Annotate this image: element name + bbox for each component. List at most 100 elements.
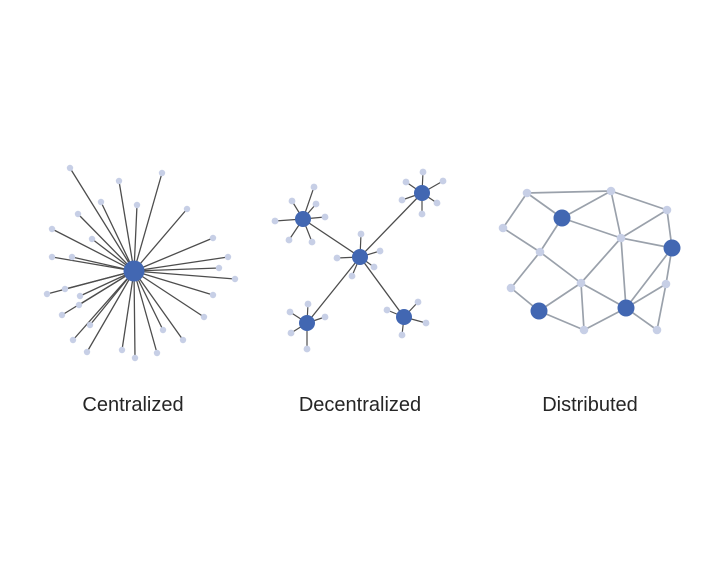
mesh-edge — [610, 190, 668, 211]
leaf-node — [398, 331, 406, 339]
spoke-edge — [51, 228, 135, 272]
hub-node — [299, 315, 315, 331]
mesh-edge — [620, 237, 627, 309]
spoke-edge — [133, 270, 136, 359]
leaf-node — [74, 210, 82, 218]
mesh-node — [498, 223, 508, 233]
leaf-node — [158, 169, 166, 177]
mesh-edge — [620, 237, 673, 249]
leaf-node — [118, 346, 126, 354]
spoke-edge — [133, 208, 188, 272]
hub-node — [396, 309, 412, 325]
spoke-edge — [118, 180, 135, 272]
leaf-node — [310, 183, 318, 191]
leaf-node — [288, 197, 296, 205]
leaf-node — [58, 311, 66, 319]
spoke-edge — [133, 270, 214, 296]
leaf-node — [231, 275, 239, 283]
mesh-hub-node — [663, 239, 681, 257]
mesh-edge — [610, 190, 622, 239]
leaf-node — [433, 199, 441, 207]
leaf-node — [224, 253, 232, 261]
leaf-node — [97, 198, 105, 206]
leaf-node — [115, 177, 123, 185]
mesh-edge — [510, 251, 541, 289]
mesh-node — [522, 188, 532, 198]
leaf-node — [348, 272, 356, 280]
leaf-node — [287, 329, 295, 337]
mesh-edge — [580, 282, 585, 331]
mesh-hub-node — [553, 209, 571, 227]
spoke-edge — [71, 256, 135, 272]
mesh-edge — [561, 217, 622, 239]
leaf-node — [419, 168, 427, 176]
leaf-node — [271, 217, 279, 225]
leaf-node — [209, 291, 217, 299]
leaf-node — [402, 178, 410, 186]
spoke-edge — [77, 213, 135, 272]
leaf-node — [86, 321, 94, 329]
spoke-edge — [72, 270, 135, 341]
leaf-node — [321, 213, 329, 221]
spoke-edge — [64, 270, 135, 290]
leaf-node — [153, 349, 161, 357]
label-centralized: Centralized — [82, 394, 184, 416]
mesh-node — [535, 247, 545, 257]
leaf-node — [321, 313, 329, 321]
hub-node — [414, 185, 430, 201]
hub-link-edge — [302, 218, 361, 258]
hub-link-edge — [359, 256, 405, 318]
leaf-node — [48, 225, 56, 233]
leaf-node — [303, 345, 311, 353]
central-hub-node — [123, 260, 145, 282]
leaf-node — [83, 348, 91, 356]
leaf-node — [312, 200, 320, 208]
mesh-edge — [502, 227, 541, 253]
leaf-node — [200, 313, 208, 321]
mesh-edge — [502, 192, 528, 229]
leaf-node — [286, 308, 294, 316]
spoke-edge — [51, 256, 135, 272]
leaf-node — [43, 290, 51, 298]
mesh-node — [606, 186, 616, 196]
spoke-edge — [121, 270, 135, 351]
hub-node — [352, 249, 368, 265]
leaf-node — [61, 285, 69, 293]
spoke-edge — [69, 167, 135, 272]
spoke-edge — [100, 201, 135, 272]
spoke-edge — [61, 270, 135, 316]
leaf-node — [439, 177, 447, 185]
spoke-edge — [133, 172, 163, 272]
leaf-node — [285, 236, 293, 244]
leaf-node — [357, 230, 365, 238]
spoke-edge — [133, 204, 138, 272]
mesh-hub-node — [530, 302, 548, 320]
spoke-edge — [133, 270, 236, 280]
spoke-edge — [86, 270, 135, 353]
leaf-node — [131, 354, 139, 362]
leaf-node — [414, 298, 422, 306]
leaf-node — [69, 336, 77, 344]
spoke-edge — [133, 267, 220, 272]
leaf-node — [333, 254, 341, 262]
mesh-edge — [656, 283, 667, 331]
distributed-network — [498, 186, 681, 335]
leaf-node — [48, 253, 56, 261]
leaf-node — [159, 326, 167, 334]
mesh-edge — [561, 190, 612, 219]
leaf-node — [209, 234, 217, 242]
mesh-edge — [580, 282, 627, 309]
centralized-network — [43, 164, 239, 362]
mesh-node — [662, 205, 672, 215]
leaf-node — [88, 235, 96, 243]
mesh-node — [506, 283, 516, 293]
leaf-node — [183, 205, 191, 213]
leaf-node — [370, 263, 378, 271]
mesh-hub-node — [617, 299, 635, 317]
spoke-edge — [133, 270, 184, 341]
mesh-node — [579, 325, 589, 335]
leaf-node — [75, 301, 83, 309]
mesh-edge — [526, 190, 612, 194]
mesh-node — [652, 325, 662, 335]
